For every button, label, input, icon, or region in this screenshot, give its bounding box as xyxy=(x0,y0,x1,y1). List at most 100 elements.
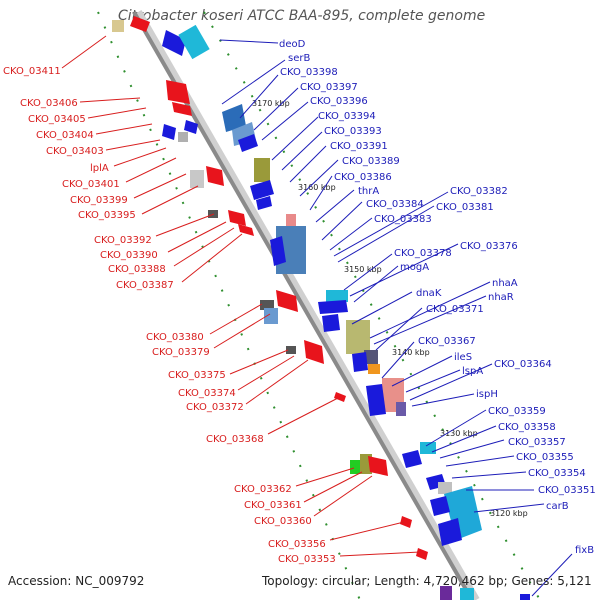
gene-label: CKO_03411 xyxy=(3,66,61,77)
gene-arrow-reverse xyxy=(184,120,198,134)
scale-label: 3120 kbp xyxy=(490,509,528,518)
gene-label: CKO_03367 xyxy=(418,336,476,347)
gene-label: CKO_03372 xyxy=(186,402,244,413)
gene-label: lplA xyxy=(90,163,109,174)
gene-arrow-reverse xyxy=(238,224,254,236)
gene-arrow-reverse xyxy=(166,80,190,104)
scale-label: 3170 kbp xyxy=(252,99,290,108)
gene-label: nhaA xyxy=(492,278,518,289)
scale-label: 3150 kbp xyxy=(344,265,382,274)
gene-label: fixB xyxy=(575,545,594,556)
gene-label: CKO_03382 xyxy=(450,186,508,197)
gene-arrow-forward xyxy=(256,196,272,210)
scale-labels: 3170 kbp 3160 kbp 3150 kbp 3140 kbp 3130… xyxy=(252,99,528,518)
gene-label: lspA xyxy=(462,366,483,377)
gene-arrow-forward xyxy=(270,236,286,266)
gene-label: CKO_03359 xyxy=(488,406,546,417)
gene-arrow-reverse xyxy=(276,290,298,312)
gene-box-gray xyxy=(438,482,452,494)
gene-box-tan xyxy=(112,20,124,32)
gene-label: CKO_03389 xyxy=(342,156,400,167)
gene-label: CKO_03380 xyxy=(146,332,204,343)
gene-label: CKO_03351 xyxy=(538,485,596,496)
gene-arrow-reverse xyxy=(172,102,192,116)
genome-summary-text: Topology: circular; Length: 4,720,462 bp… xyxy=(262,574,592,588)
gene-box-purple xyxy=(396,402,406,416)
genome-backbone-shadow xyxy=(134,10,480,600)
gene-label: CKO_03368 xyxy=(206,434,264,445)
gene-box-cyan xyxy=(460,588,474,600)
gene-arrow-forward xyxy=(352,352,368,372)
gene-label: carB xyxy=(546,501,569,512)
gene-box-orange xyxy=(368,364,380,374)
gene-label: CKO_03399 xyxy=(70,195,128,206)
right-gene-labels: deoD serB CKO_03398 CKO_03397 CKO_03396 … xyxy=(219,39,596,597)
gene-label: CKO_03386 xyxy=(334,172,392,183)
gene-box-cyan xyxy=(326,290,348,302)
gene-arrow-forward xyxy=(430,496,450,516)
gene-label: CKO_03394 xyxy=(318,111,376,122)
scale-label: 3160 kbp xyxy=(298,183,336,192)
gene-label: CKO_03360 xyxy=(254,516,312,527)
gene-arrow-forward xyxy=(322,314,340,332)
gene-arrow-reverse xyxy=(228,210,246,226)
gene-arrow-reverse xyxy=(416,548,428,560)
gene-arrow-reverse xyxy=(304,340,324,364)
gene-label: CKO_03358 xyxy=(498,422,556,433)
accession-text: Accession: NC_009792 xyxy=(8,574,145,588)
gene-label: CKO_03361 xyxy=(244,500,302,511)
gene-arrow-forward xyxy=(238,134,258,152)
gene-label: CKO_03378 xyxy=(394,248,452,259)
gene-box-gray xyxy=(286,346,296,354)
scale-label: 3140 kbp xyxy=(392,348,430,357)
gene-arrow-reverse xyxy=(162,124,176,140)
gene-box-steel xyxy=(264,308,278,324)
gene-label: CKO_03355 xyxy=(516,452,574,463)
gene-label: CKO_03379 xyxy=(152,347,210,358)
gene-label: mogA xyxy=(400,262,429,273)
gene-label: CKO_03404 xyxy=(36,130,94,141)
map-title: Citrobacter koseri ATCC BAA-895, complet… xyxy=(118,8,486,24)
gene-label: CKO_03353 xyxy=(278,554,336,565)
outer-dotted-track xyxy=(97,11,361,600)
gene-arrow-reverse xyxy=(206,166,224,186)
gene-arrow-reverse xyxy=(334,392,346,402)
gene-box-cyan xyxy=(178,24,210,60)
forward-gene-features xyxy=(162,24,530,600)
gene-box-gray xyxy=(260,300,274,310)
gene-label: CKO_03391 xyxy=(330,141,388,152)
scale-label: 3130 kbp xyxy=(440,429,478,438)
gene-arrow-forward xyxy=(438,518,462,546)
gene-label: CKO_03371 xyxy=(426,304,484,315)
gene-label: CKO_03383 xyxy=(374,214,432,225)
gene-box-gray xyxy=(364,350,378,364)
gene-arrow-forward xyxy=(162,30,186,56)
gene-arrow-forward xyxy=(318,300,348,314)
gene-box-cyan xyxy=(420,442,436,454)
gene-label: CKO_03396 xyxy=(310,96,368,107)
gene-box-gray xyxy=(190,170,204,188)
gene-label: CKO_03388 xyxy=(108,264,166,275)
left-gene-labels: CKO_03411 CKO_03406 CKO_03405 CKO_03404 … xyxy=(3,35,421,565)
gene-label: CKO_03374 xyxy=(178,388,236,399)
gene-arrow-forward xyxy=(366,384,386,416)
gene-box-olive xyxy=(254,158,270,182)
reverse-gene-features xyxy=(112,16,428,560)
gene-arrow-reverse xyxy=(368,456,388,476)
gene-label: thrA xyxy=(358,186,379,197)
gene-box-purple xyxy=(440,586,452,600)
gene-label: ispH xyxy=(476,389,498,400)
gene-label: CKO_03364 xyxy=(494,359,552,370)
gene-arrow-forward xyxy=(222,104,246,132)
gene-arrow-forward xyxy=(402,450,422,468)
gene-label: CKO_03390 xyxy=(100,250,158,261)
gene-label: CKO_03401 xyxy=(62,179,120,190)
gene-label: ileS xyxy=(454,352,472,363)
gene-label: CKO_03384 xyxy=(366,199,424,210)
gene-label: CKO_03362 xyxy=(234,484,292,495)
gene-box-khaki xyxy=(346,320,370,354)
gene-arrow-forward xyxy=(250,180,274,200)
gene-label: CKO_03376 xyxy=(460,241,518,252)
